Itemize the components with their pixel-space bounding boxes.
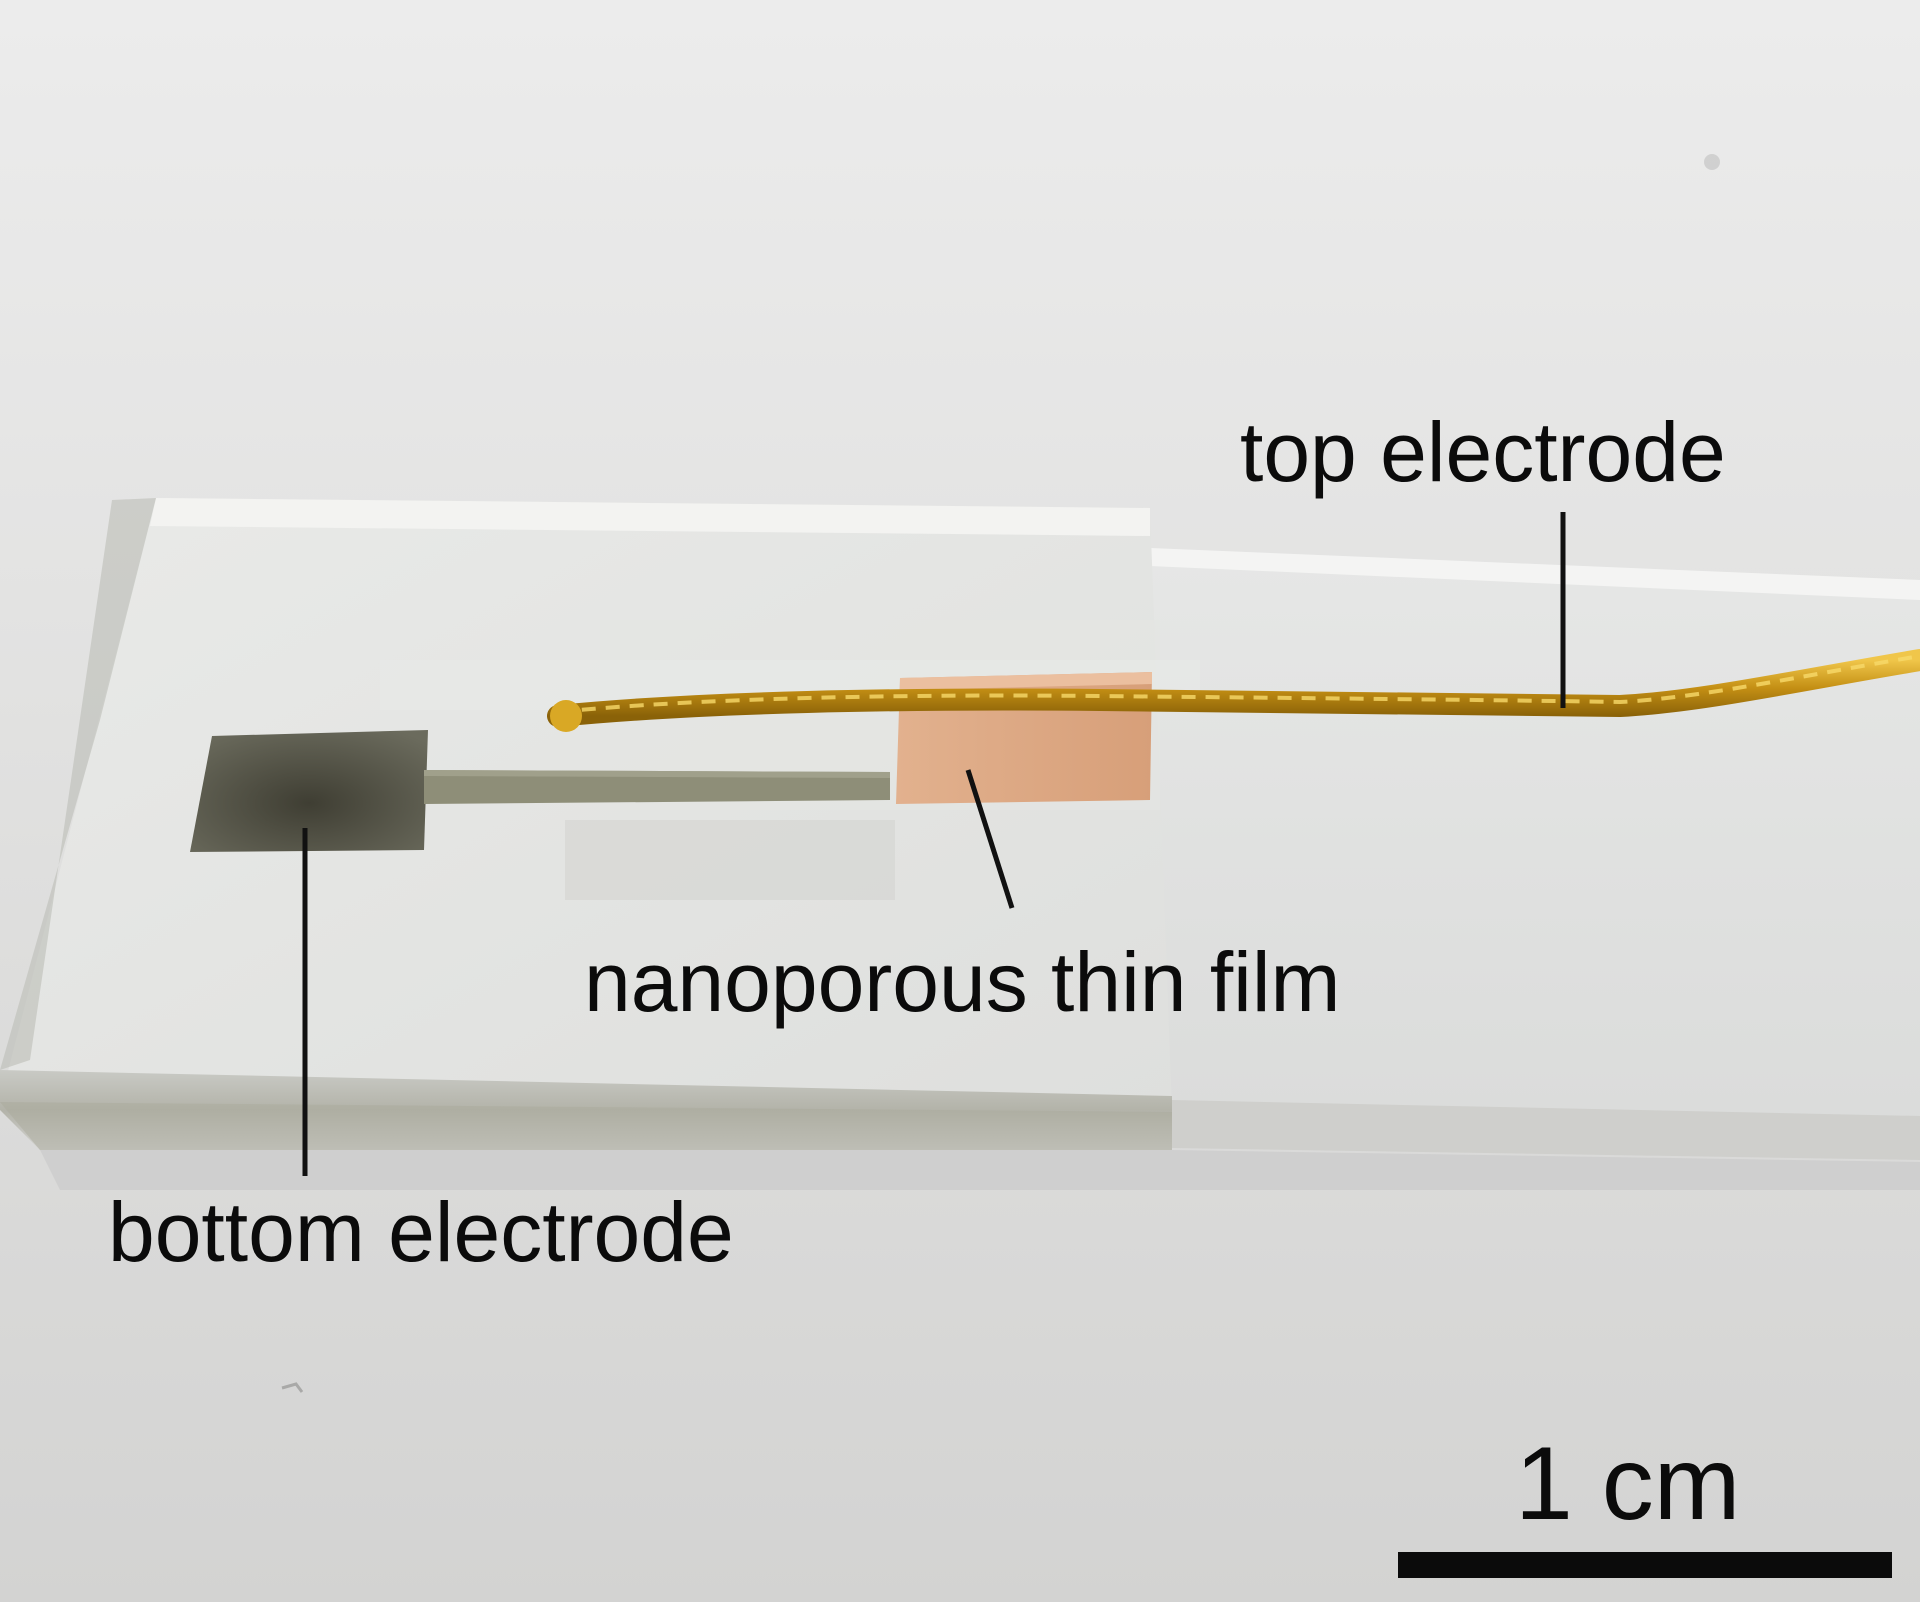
top-electrode-label: top electrode: [1240, 405, 1726, 499]
bottom-electrode-label: bottom electrode: [108, 1185, 734, 1279]
scale-bar-label: 1 cm: [1515, 1426, 1741, 1542]
nanoporous-film-label: nanoporous thin film: [584, 935, 1341, 1029]
